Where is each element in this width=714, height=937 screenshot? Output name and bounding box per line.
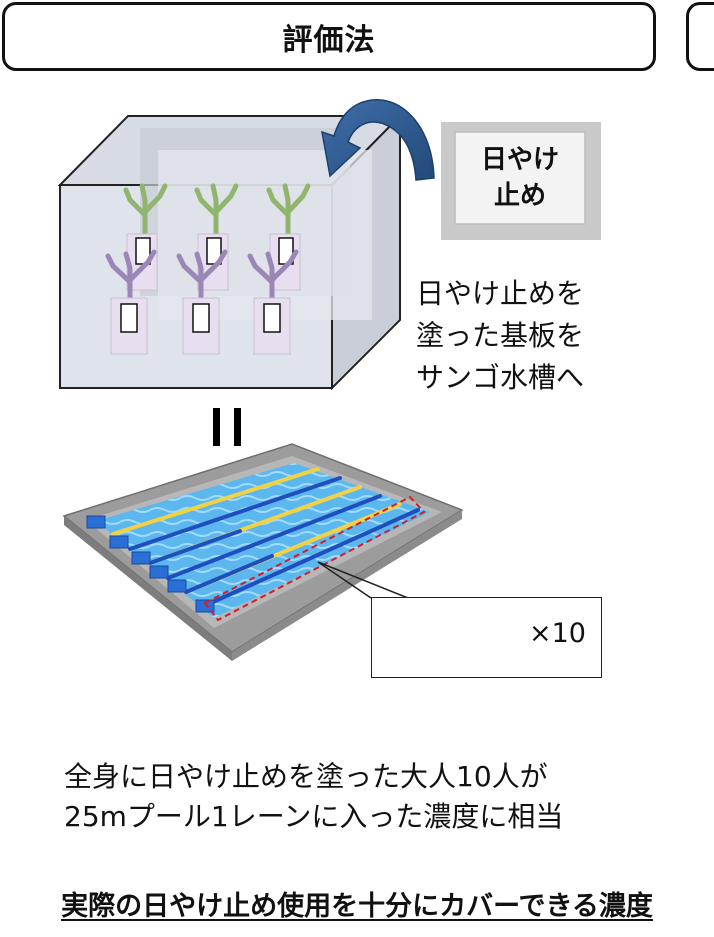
tank-caption: 日やけ止めを 塗った基板を サンゴ水槽へ — [416, 273, 584, 399]
sunscreen-label-line-1: 日やけ — [480, 145, 559, 175]
section-title-box: 評価法 — [2, 2, 656, 71]
description-line-1: 全身に日やけ止めを塗った大人10人が — [64, 760, 548, 793]
coral-tank — [57, 113, 403, 391]
swimmer-callout: ×10 — [371, 597, 602, 678]
conclusion-label: 実際の日やけ止め使用を十分にカバーできる濃度 — [61, 891, 653, 922]
equals-sign-top — [213, 408, 220, 446]
coral-green-group — [123, 183, 311, 243]
coral-purple-group — [105, 249, 299, 308]
next-section-title-box — [686, 2, 714, 71]
section-title: 評価法 — [282, 22, 376, 58]
tank-caption-line-3: サンゴ水槽へ — [416, 361, 585, 394]
conclusion-text: 実際の日やけ止め使用を十分にカバーできる濃度 — [0, 884, 714, 923]
tank-caption-line-2: 塗った基板を — [416, 319, 585, 352]
curved-arrow-icon — [321, 99, 435, 181]
swimmer-multiplier: ×10 — [529, 618, 586, 649]
tank-caption-line-1: 日やけ止めを — [416, 277, 585, 310]
sunscreen-label-line-2: 止め — [493, 181, 546, 211]
highlighted-lane — [203, 495, 426, 622]
description-text: 全身に日やけ止めを塗った大人10人が 25mプール1レーンに入った濃度に相当 — [64, 757, 563, 837]
lane-ropes — [111, 467, 420, 608]
sunscreen-label: 日やけ 止め — [455, 132, 585, 224]
swimming-pool — [62, 443, 464, 661]
sunscreen-box — [441, 122, 601, 240]
equals-sign-bottom — [234, 408, 241, 446]
description-line-2: 25mプール1レーンに入った濃度に相当 — [64, 800, 564, 833]
starting-blocks — [86, 515, 215, 613]
